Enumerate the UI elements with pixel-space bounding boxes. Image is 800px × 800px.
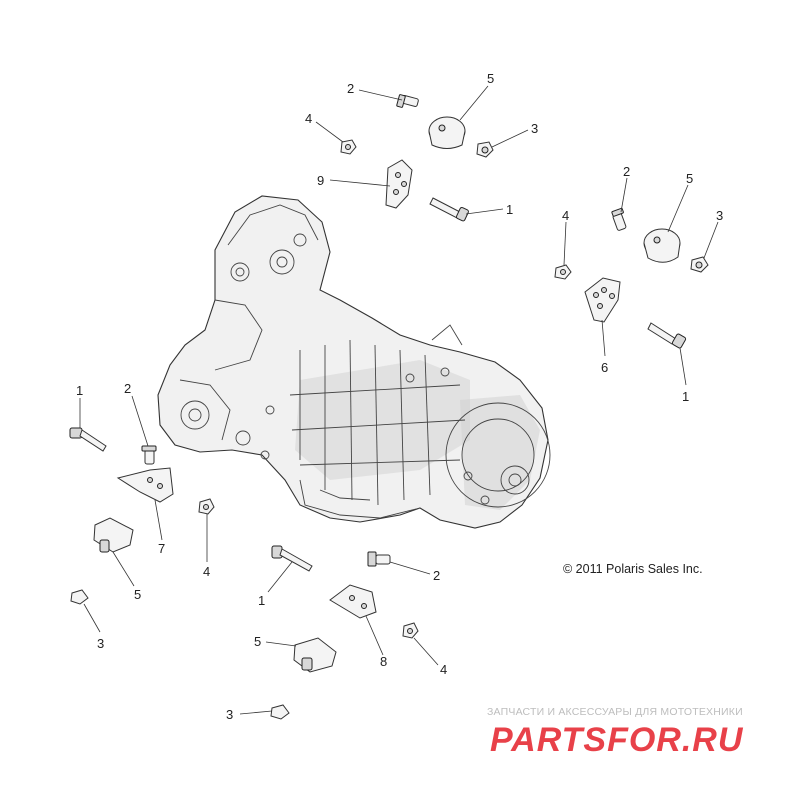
nut-4-right: [554, 264, 572, 280]
callout-4-bottom: 4: [440, 662, 447, 677]
watermark-logo-text: PARTSFOR.RU: [490, 721, 744, 758]
nut-4-bottom: [402, 622, 419, 639]
callout-1-top: 1: [506, 202, 513, 217]
callout-1-right: 1: [682, 389, 689, 404]
callout-5-left: 5: [134, 587, 141, 602]
mount-5-left: [93, 517, 134, 553]
callout-9: 9: [317, 173, 324, 188]
callout-1-left: 1: [76, 383, 83, 398]
callout-7: 7: [158, 541, 165, 556]
callout-6: 6: [601, 360, 608, 375]
nut-3-right: [690, 256, 709, 273]
nut-3-bottom: [270, 704, 290, 720]
bolt-1-bottom: [271, 545, 313, 572]
callout-5-bottom: 5: [254, 634, 261, 649]
bracket-6: [584, 277, 621, 323]
callout-4-left: 4: [203, 564, 210, 579]
callout-3-bottom: 3: [226, 707, 233, 722]
mount-5-right: [643, 228, 681, 263]
callout-1-bottom: 1: [258, 593, 265, 608]
mount-5-top: [428, 116, 466, 149]
nut-4-left: [198, 498, 215, 515]
callout-3-right: 3: [716, 208, 723, 223]
watermark-logo: PARTSFOR.RU: [490, 721, 744, 758]
leader-lines: [79, 85, 719, 715]
nut-3-left: [70, 589, 89, 605]
bolt-1-top: [429, 197, 469, 222]
callout-3-left: 3: [97, 636, 104, 651]
nut-3-top: [476, 141, 494, 158]
callout-2-right: 2: [623, 164, 630, 179]
bolt-2-left: [141, 445, 157, 465]
bolt-2-top: [396, 94, 419, 108]
callout-2-bottom: 2: [433, 568, 440, 583]
bracket-8: [329, 584, 377, 619]
mount-5-bottom: [293, 637, 337, 673]
bracket-7: [116, 467, 174, 503]
bracket-9: [385, 159, 413, 209]
nut-4-top: [340, 139, 357, 155]
copyright-notice: © 2011 Polaris Sales Inc.: [563, 562, 703, 576]
bolt-1-left: [69, 427, 107, 452]
callout-4-right: 4: [562, 208, 569, 223]
callout-8: 8: [380, 654, 387, 669]
engine-transmission-assembly: [157, 195, 551, 529]
bolt-2-right: [611, 207, 627, 231]
watermark-tagline: ЗАПЧАСТИ И АКСЕССУАРЫ ДЛЯ МОТОТЕХНИКИ: [487, 706, 743, 718]
bolt-2-bottom: [367, 551, 391, 567]
callout-2-top: 2: [347, 81, 354, 96]
callout-4-top: 4: [305, 111, 312, 126]
bolt-1-right: [647, 322, 687, 349]
callout-5-top: 5: [487, 71, 494, 86]
callout-labels: 2 5 4 3 9 1 2 5 4 3 6 1 1 2 7 4 5 3 1 2 …: [76, 71, 723, 722]
callout-2-left: 2: [124, 381, 131, 396]
callout-5-right: 5: [686, 171, 693, 186]
callout-3-top: 3: [531, 121, 538, 136]
